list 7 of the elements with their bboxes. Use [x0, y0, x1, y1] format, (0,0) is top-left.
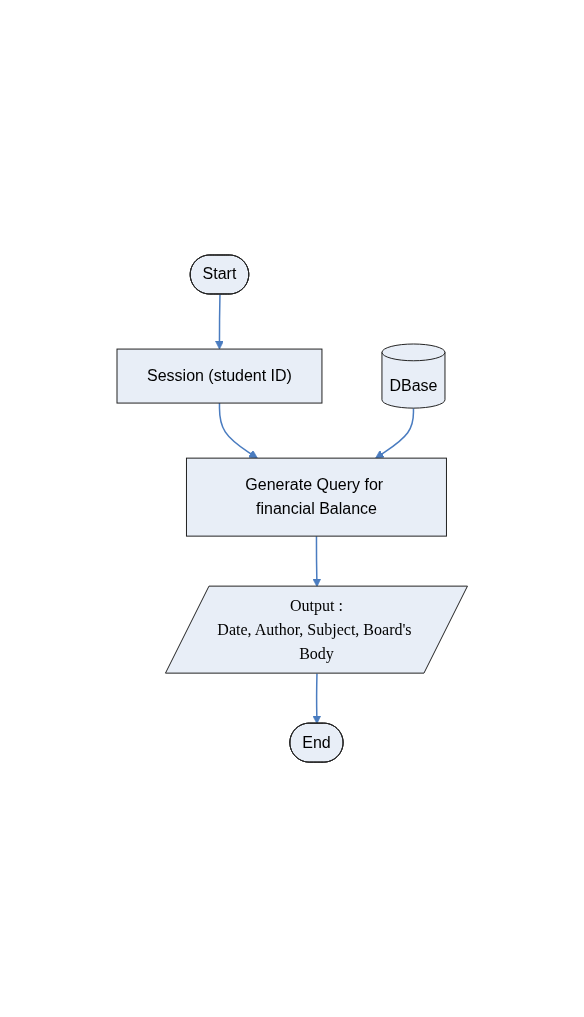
- arrow: [312, 672, 321, 724]
- node-box: Session (student ID): [116, 348, 323, 404]
- node-box: Generate Query for financial Balance: [185, 457, 447, 537]
- arrow: [218, 402, 258, 459]
- arrow: [214, 293, 224, 350]
- arrow: [312, 535, 321, 587]
- arrow: [374, 407, 414, 459]
